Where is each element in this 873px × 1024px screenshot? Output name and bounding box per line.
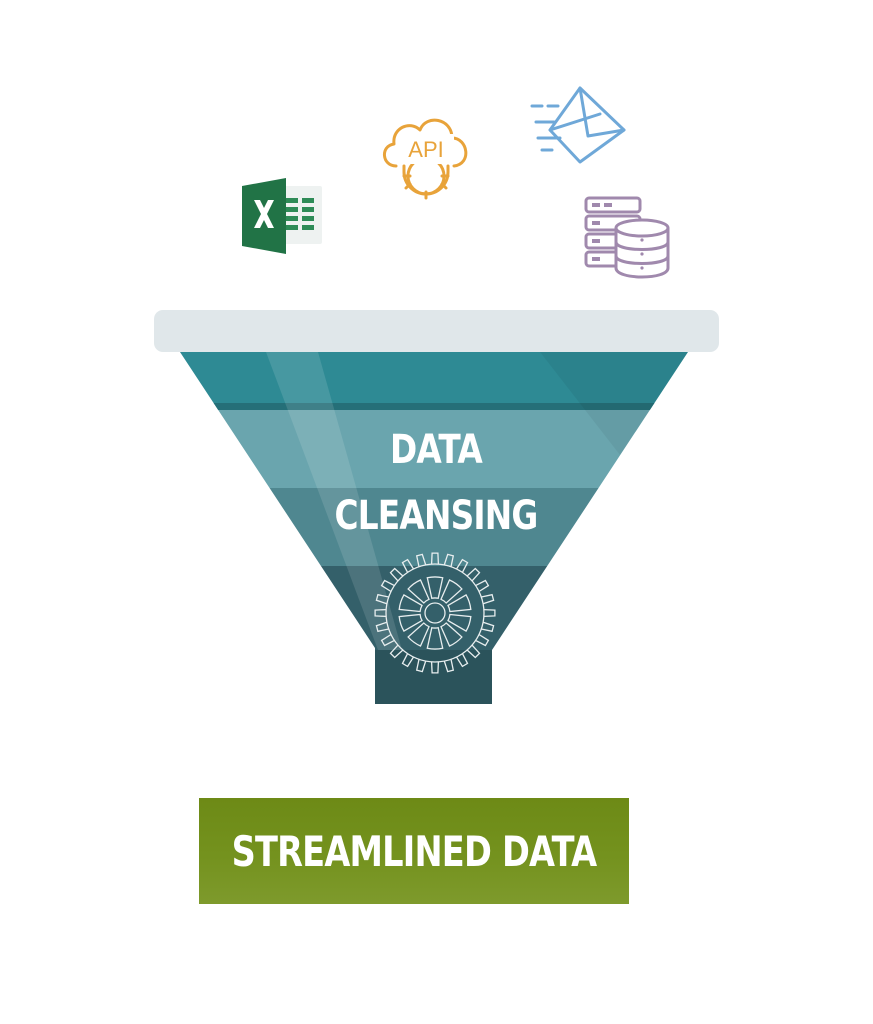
- api-label: API: [408, 137, 443, 162]
- server-database-icon: [584, 196, 670, 279]
- api-cloud-gear-icon: API: [383, 118, 468, 200]
- funnel-shade: [540, 352, 688, 455]
- excel-spreadsheet-icon: [242, 178, 322, 254]
- funnel-highlight: [266, 352, 402, 650]
- funnel-rim: [154, 310, 719, 352]
- output-label: STREAMLINED DATA: [231, 826, 598, 876]
- email-send-icon: [530, 86, 626, 164]
- funnel-title-line2: CLEANSING: [334, 493, 538, 539]
- funnel-band-light: [180, 410, 688, 488]
- funnel-title-line1: DATA: [389, 427, 483, 473]
- funnel-spout: [180, 650, 688, 704]
- gear-icon: [374, 552, 496, 674]
- output-banner: STREAMLINED DATA: [199, 798, 629, 904]
- funnel-band-top: [180, 352, 688, 410]
- funnel-band-divider: [180, 403, 688, 410]
